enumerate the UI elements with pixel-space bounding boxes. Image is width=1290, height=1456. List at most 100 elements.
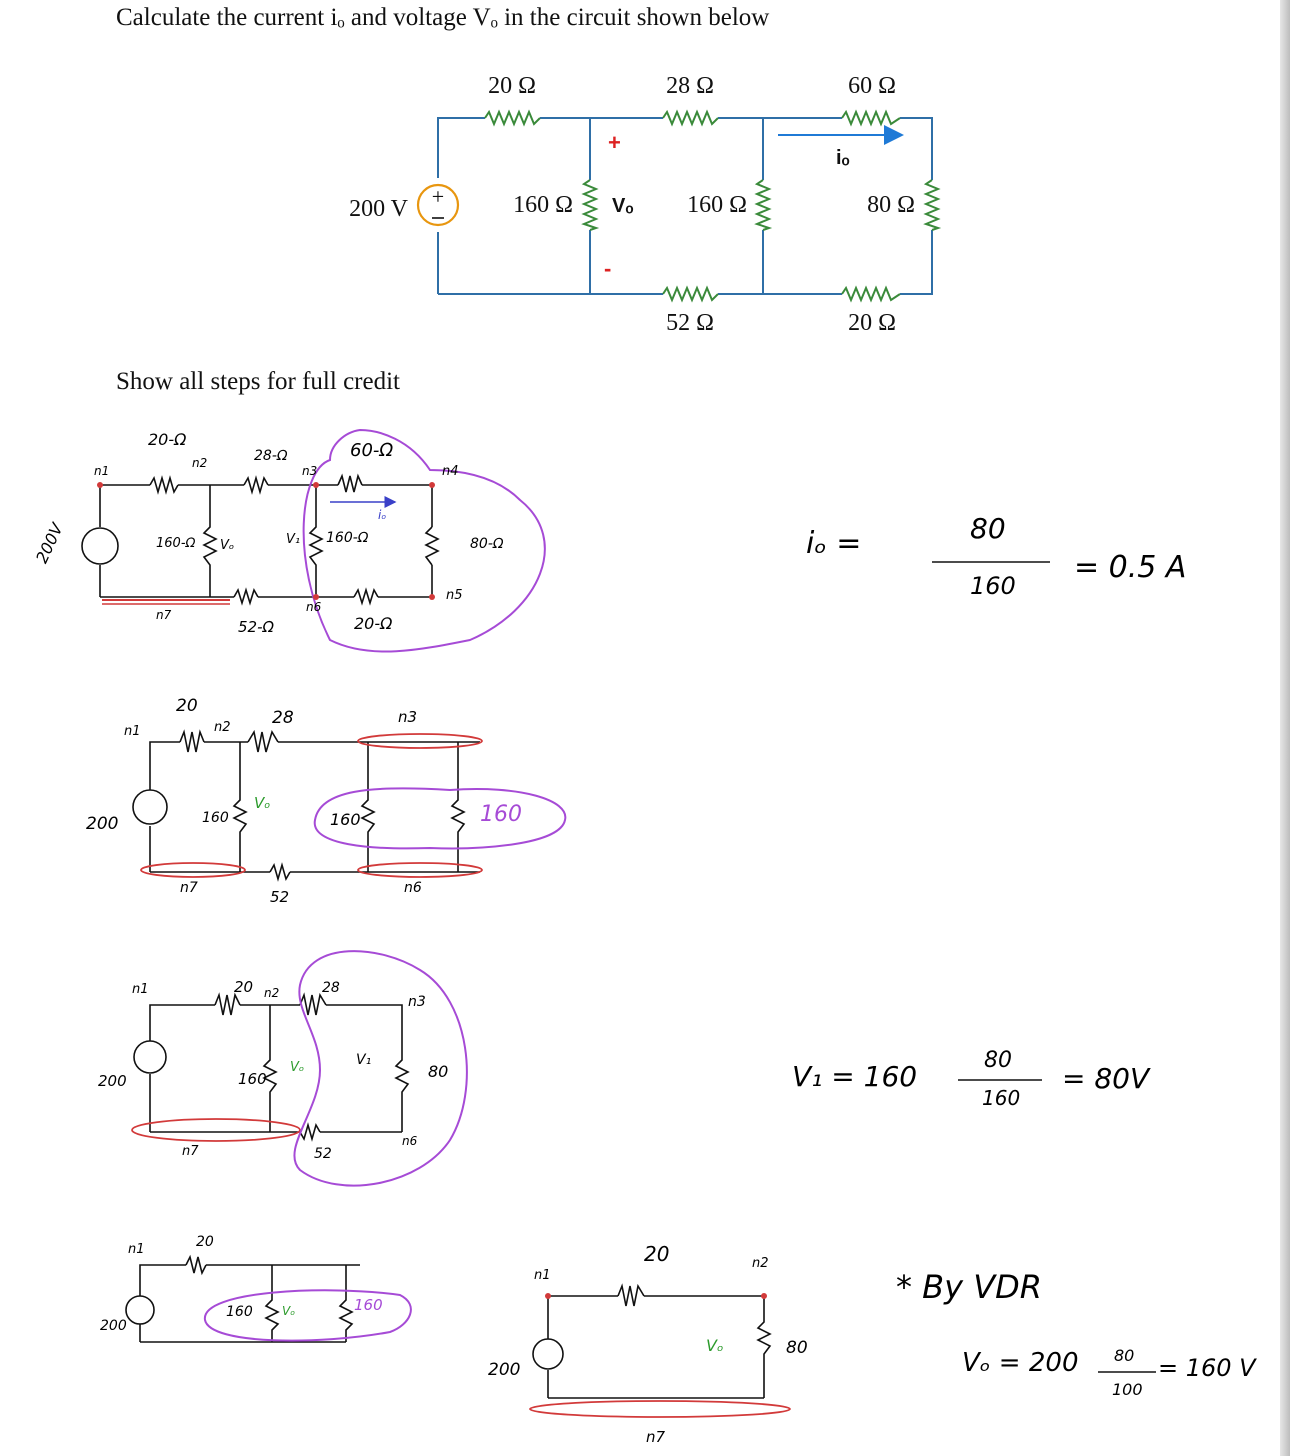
d2-r52: 52 bbox=[270, 888, 290, 906]
d3-n6: n6 bbox=[402, 1134, 418, 1148]
d2-r160: 160 bbox=[202, 810, 229, 826]
d3-r28: 28 bbox=[322, 980, 340, 996]
calc-v1-lhs: V₁ = 160 bbox=[792, 1060, 918, 1093]
d1-r28: 28-Ω bbox=[254, 448, 288, 464]
printed-circuit: + 200 V 20 Ω 28 Ω 60 Ω 160 Ω 160 Ω 80 Ω … bbox=[349, 73, 942, 336]
page-edge-shadow bbox=[1280, 0, 1290, 1456]
calc-io-lhs: iₒ = bbox=[806, 526, 862, 561]
d3-n2: n2 bbox=[264, 986, 280, 1000]
label-r160a: 160 Ω bbox=[513, 192, 573, 218]
sketch-1 bbox=[81, 473, 440, 606]
label-r60: 60 Ω bbox=[848, 73, 896, 99]
sketch-2 bbox=[132, 729, 480, 882]
d5-n2: n2 bbox=[752, 1256, 769, 1271]
resistor-160-right bbox=[754, 179, 773, 231]
d3-r160: 160 bbox=[238, 1070, 267, 1088]
label-r52: 52 Ω bbox=[666, 310, 714, 336]
d1-r60: 60-Ω bbox=[350, 440, 394, 461]
d2-r160c: 160 bbox=[480, 802, 522, 827]
sketch-1-marks bbox=[97, 428, 546, 653]
d1-n7: n7 bbox=[156, 608, 172, 622]
d2-n3: n3 bbox=[398, 708, 418, 726]
sketch-4 bbox=[125, 1254, 360, 1343]
d4-vo: Vₒ bbox=[282, 1304, 296, 1318]
label-r20b: 20 Ω bbox=[848, 310, 896, 336]
d1-r52: 52-Ω bbox=[238, 618, 274, 636]
d2-n7: n7 bbox=[180, 880, 198, 896]
calc-vo-heading: * By VDR bbox=[896, 1268, 1042, 1306]
d2-r28: 28 bbox=[272, 708, 294, 728]
resistor-160-left bbox=[581, 179, 600, 231]
d2-n2: n2 bbox=[214, 720, 231, 735]
d5-n1: n1 bbox=[534, 1268, 551, 1283]
calc-lines bbox=[932, 561, 1156, 1373]
circuit-resistors bbox=[484, 109, 942, 303]
calc-v1-den: 160 bbox=[982, 1086, 1021, 1110]
d4-r20: 20 bbox=[196, 1234, 214, 1250]
sketch-2-marks bbox=[140, 733, 567, 878]
calc-vo-lhs: Vₒ = 200 bbox=[962, 1348, 1079, 1378]
d5-r20: 20 bbox=[644, 1242, 670, 1266]
label-r160b: 160 Ω bbox=[687, 192, 747, 218]
calc-vo-den: 100 bbox=[1112, 1380, 1143, 1399]
label-r28: 28 Ω bbox=[666, 73, 714, 99]
d1-n4: n4 bbox=[442, 464, 459, 479]
d5-r80: 80 bbox=[786, 1338, 808, 1358]
d1-r80: 80-Ω bbox=[470, 536, 504, 552]
problem-instruction: Show all steps for full credit bbox=[116, 368, 400, 395]
d3-r20: 20 bbox=[234, 978, 254, 996]
calc-vo-num: 80 bbox=[1114, 1346, 1135, 1365]
d2-vo: Vₒ bbox=[254, 794, 271, 812]
resistor-60-top bbox=[841, 109, 901, 127]
d1-r160: 160-Ω bbox=[156, 536, 196, 551]
d3-r80: 80 bbox=[428, 1062, 449, 1081]
d4-r160: 160 bbox=[226, 1304, 253, 1320]
resistor-20-bottom bbox=[841, 285, 901, 303]
d2-src: 200 bbox=[86, 814, 119, 834]
d3-n3: n3 bbox=[408, 994, 426, 1010]
d3-src: 200 bbox=[98, 1072, 127, 1090]
d3-r52: 52 bbox=[314, 1146, 332, 1162]
d1-n3: n3 bbox=[302, 464, 318, 478]
d3-n7: n7 bbox=[182, 1144, 199, 1159]
label-vo: Vₒ bbox=[612, 195, 634, 217]
d1-n1: n1 bbox=[94, 464, 110, 478]
resistor-52-bottom bbox=[662, 285, 719, 303]
d1-r20: 20-Ω bbox=[148, 430, 187, 449]
d4-src: 200 bbox=[100, 1318, 127, 1334]
d3-vo: Vₒ bbox=[290, 1060, 305, 1075]
calc-vo-result: = 160 V bbox=[1158, 1354, 1256, 1382]
d1-io: iₒ bbox=[378, 508, 387, 522]
d1-n6: n6 bbox=[306, 600, 322, 614]
d5-n7: n7 bbox=[646, 1428, 666, 1446]
label-vo-minus: - bbox=[604, 256, 611, 281]
circuit-wires bbox=[437, 117, 933, 295]
d3-n1: n1 bbox=[132, 982, 149, 997]
d4-n1: n1 bbox=[128, 1242, 145, 1257]
sketch-4-marks bbox=[203, 1289, 412, 1342]
d1-r20b: 20-Ω bbox=[354, 614, 393, 633]
d2-n1: n1 bbox=[124, 724, 141, 739]
sketch-5-marks bbox=[529, 1293, 791, 1418]
d1-v1: V₁ bbox=[286, 532, 301, 547]
label-r80: 80 Ω bbox=[867, 192, 915, 218]
label-io: iₒ bbox=[836, 147, 850, 169]
sketch-3-marks bbox=[131, 950, 468, 1187]
d2-r160b: 160 bbox=[330, 810, 361, 829]
calc-io-num: 80 bbox=[970, 512, 1006, 545]
resistor-20-top bbox=[484, 109, 541, 127]
d1-n2: n2 bbox=[192, 456, 208, 470]
d1-r160b: 160-Ω bbox=[326, 530, 369, 546]
d4-r160b: 160 bbox=[354, 1296, 383, 1314]
resistor-80 bbox=[923, 179, 942, 231]
d2-r20: 20 bbox=[176, 696, 198, 716]
problem-title: Calculate the current iₒ and voltage Vₒ … bbox=[116, 4, 770, 31]
d3-v1: V₁ bbox=[356, 1052, 372, 1068]
sketch-5 bbox=[532, 1283, 772, 1399]
label-vo-plus: + bbox=[608, 130, 621, 155]
d5-src: 200 bbox=[488, 1360, 521, 1380]
voltage-source-200v: + bbox=[416, 183, 460, 227]
label-r20: 20 Ω bbox=[488, 73, 536, 99]
